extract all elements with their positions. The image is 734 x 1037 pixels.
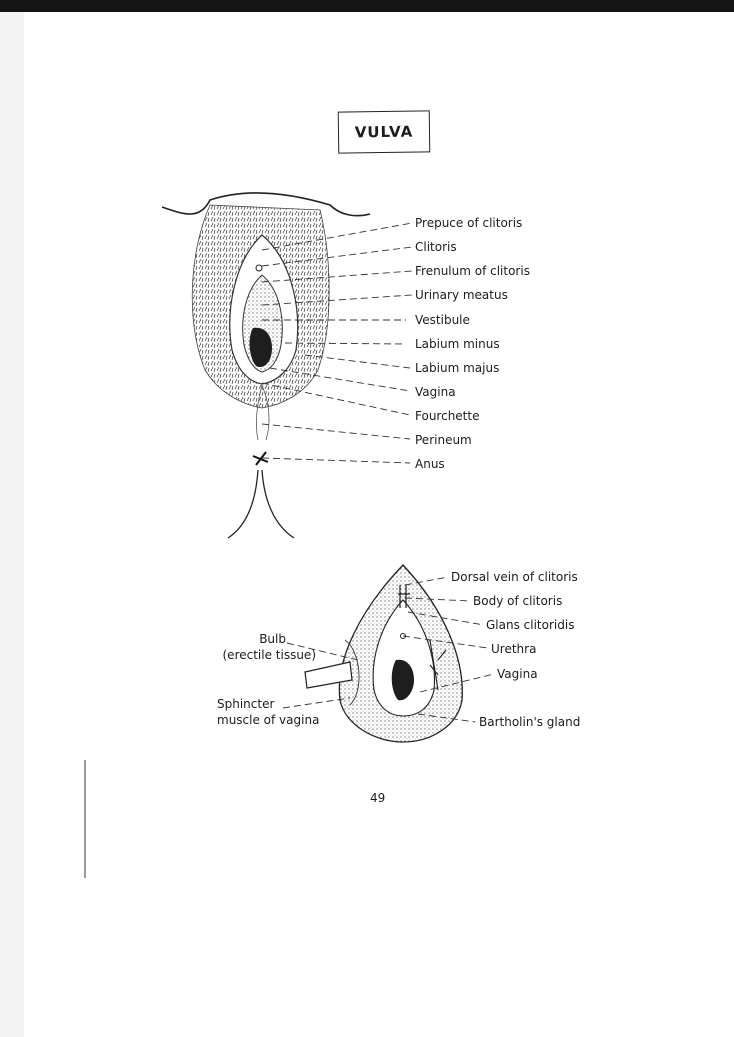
- book-page: [24, 12, 734, 1037]
- figure1-leader-lines: [261, 222, 413, 464]
- scan-top-border: [0, 0, 734, 12]
- label-bulb-subtitle: (erectile tissue): [222, 648, 317, 662]
- label-urethra: Urethra: [491, 642, 537, 656]
- label-prepuce-of-clitoris: Prepuce of clitoris: [415, 216, 523, 230]
- label-perineum: Perineum: [415, 433, 472, 447]
- page-number: 49: [370, 791, 386, 805]
- label-sphincter-subtitle: muscle of vagina: [217, 713, 320, 727]
- label-bartholins-gland: Bartholin's gland: [479, 715, 581, 729]
- label-vagina: Vagina: [415, 385, 456, 399]
- label-urinary-meatus: Urinary meatus: [415, 288, 508, 302]
- label-vestibule: Vestibule: [415, 313, 470, 327]
- label-frenulum-of-clitoris: Frenulum of clitoris: [415, 264, 530, 278]
- label-bulb: Bulb: [259, 632, 286, 646]
- vulva-external-illustration: [161, 192, 371, 539]
- label-labium-minus: Labium minus: [415, 337, 500, 351]
- label-sphincter: Sphincter: [217, 697, 275, 711]
- label-fourchette: Fourchette: [415, 409, 480, 423]
- vulva-internal-illustration: [304, 564, 463, 743]
- label-body-of-clitoris: Body of clitoris: [473, 594, 563, 608]
- label-labium-majus: Labium majus: [415, 361, 500, 375]
- label-anus: Anus: [415, 457, 445, 471]
- scan-left-margin: [0, 12, 24, 1037]
- label-dorsal-vein-of-clitoris: Dorsal vein of clitoris: [451, 570, 578, 584]
- label-vagina-2: Vagina: [497, 667, 538, 681]
- figure2-leader-lines: [282, 576, 495, 723]
- scan-artifact-line: [84, 760, 86, 878]
- label-clitoris: Clitoris: [415, 240, 457, 254]
- label-glans-clitoridis: Glans clitoridis: [486, 618, 575, 632]
